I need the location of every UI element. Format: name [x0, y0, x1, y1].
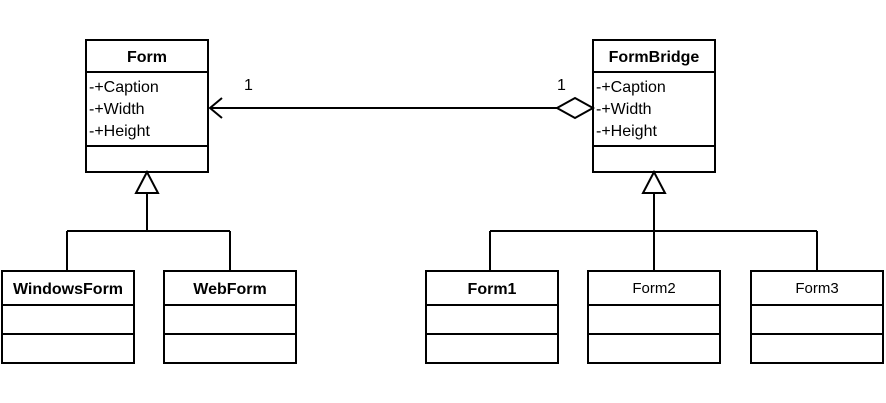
class-form1[interactable]: Form1 [425, 270, 559, 364]
generalization-form-bridge [489, 169, 818, 271]
aggregation-diamond [554, 96, 596, 120]
class-form2-name: Form2 [632, 280, 675, 297]
class-form-attr-height: -+Height [89, 123, 150, 140]
class-form-bridge-box [592, 39, 716, 173]
class-form-name: Form [127, 49, 167, 66]
class-form-bridge-name: FormBridge [609, 49, 700, 66]
navigation-arrowhead [208, 97, 223, 119]
class-form-bridge[interactable]: FormBridge -+Caption -+Width -+Height [592, 39, 716, 173]
class-web-form-box [163, 270, 297, 364]
class-form-bridge-attr-height: -+Height [596, 123, 657, 140]
class-form2-box [587, 270, 721, 364]
class-form-attr-width: -+Width [89, 101, 145, 118]
class-form3[interactable]: Form3 [750, 270, 884, 364]
class-form[interactable]: Form -+Caption -+Width -+Height [85, 39, 209, 173]
class-web-form[interactable]: WebForm [163, 270, 297, 364]
class-windows-form-name: WindowsForm [13, 281, 123, 298]
class-windows-form[interactable]: WindowsForm [1, 270, 135, 364]
class-form1-name: Form1 [468, 281, 517, 298]
inheritance-triangle [134, 169, 160, 194]
aggregation-association[interactable]: 1 1 [208, 77, 596, 120]
generalization-form [66, 169, 231, 271]
multiplicity-form-end: 1 [244, 77, 253, 94]
class-form-bridge-attr-caption: -+Caption [596, 79, 666, 96]
class-form-attr-caption: -+Caption [89, 79, 159, 96]
class-form3-name: Form3 [795, 280, 838, 297]
class-windows-form-box [1, 270, 135, 364]
class-web-form-name: WebForm [193, 281, 266, 298]
class-form2[interactable]: Form2 [587, 270, 721, 364]
class-form3-box [750, 270, 884, 364]
class-form-box [85, 39, 209, 173]
inheritance-triangle [641, 169, 667, 194]
multiplicity-form-bridge-end: 1 [557, 77, 566, 94]
class-form-bridge-attr-width: -+Width [596, 101, 652, 118]
class-form1-box [425, 270, 559, 364]
